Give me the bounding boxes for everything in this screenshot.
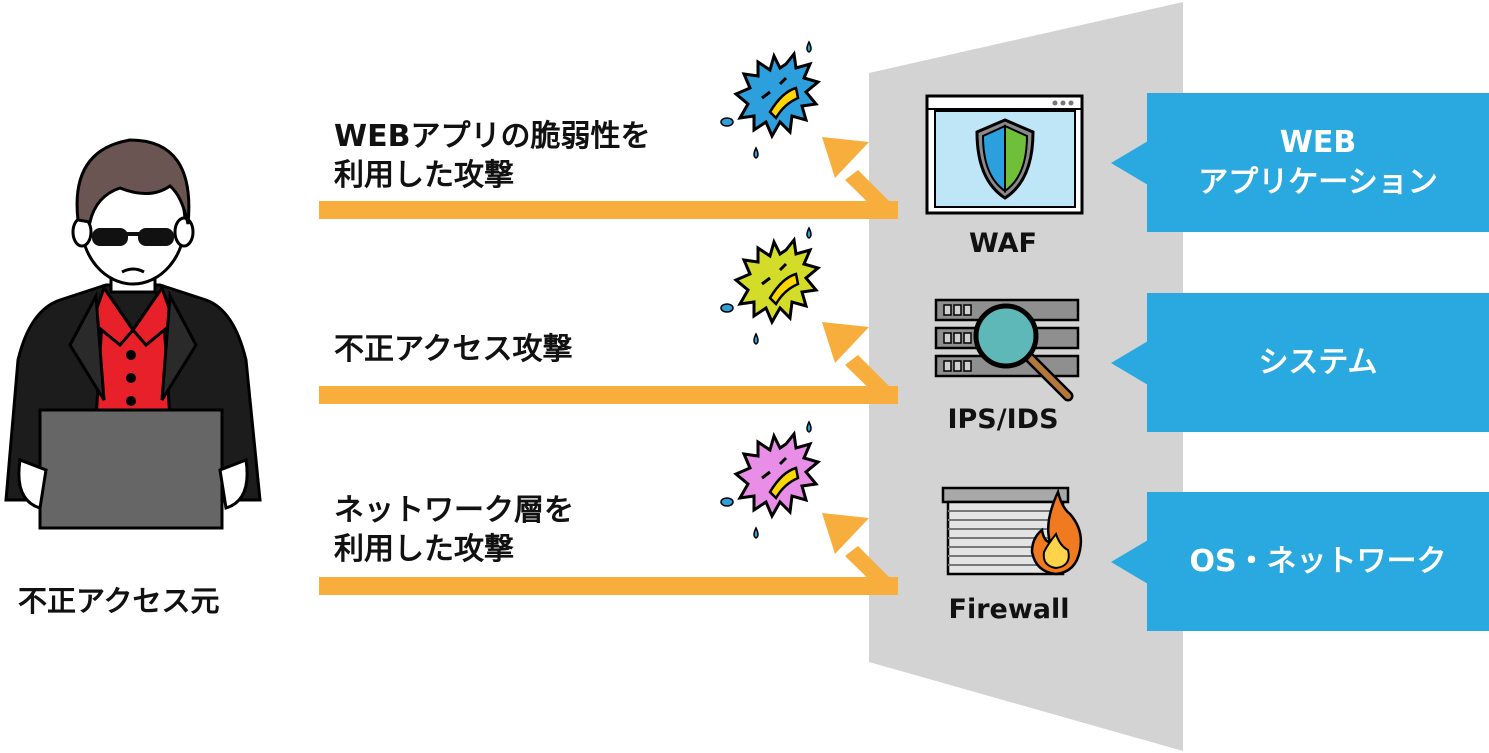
firewall-shutter-icon bbox=[941, 486, 1083, 576]
protect-label-2: システム bbox=[1258, 344, 1378, 380]
callout-pointer bbox=[1111, 340, 1148, 385]
protect-callout-3: OS・ネットワーク bbox=[1111, 492, 1489, 631]
protect-label-1: WEB アプリケーション bbox=[1198, 124, 1438, 200]
device-label-waf: WAF bbox=[969, 228, 1037, 259]
attack-label-2: 不正アクセス攻撃 bbox=[334, 332, 573, 367]
protect-label-3: OS・ネットワーク bbox=[1189, 543, 1447, 579]
protect-callout-2: システム bbox=[1111, 293, 1489, 432]
attack-arrow-2 bbox=[319, 322, 898, 404]
shield-browser-icon bbox=[925, 94, 1084, 215]
burst-icon-3 bbox=[720, 420, 822, 539]
attacker-figure bbox=[4, 138, 262, 530]
device-label-ips-ids: IPS/IDS bbox=[947, 404, 1059, 435]
attacker-label: 不正アクセス元 bbox=[18, 584, 220, 618]
callout-pointer bbox=[1111, 539, 1148, 584]
attack-label-1: WEBアプリの脆弱性を 利用した攻撃 bbox=[334, 119, 651, 193]
protect-callout-1: WEB アプリケーション bbox=[1111, 93, 1489, 232]
device-label-firewall: Firewall bbox=[948, 594, 1070, 625]
callout-pointer bbox=[1111, 140, 1148, 185]
attack-arrow-1 bbox=[319, 137, 898, 219]
burst-icon-1 bbox=[720, 40, 822, 159]
burst-icon-2 bbox=[720, 226, 822, 345]
attack-arrow-3 bbox=[319, 513, 898, 595]
server-magnifier-icon bbox=[934, 298, 1080, 402]
attack-label-3: ネットワーク層を 利用した攻撃 bbox=[334, 493, 574, 567]
